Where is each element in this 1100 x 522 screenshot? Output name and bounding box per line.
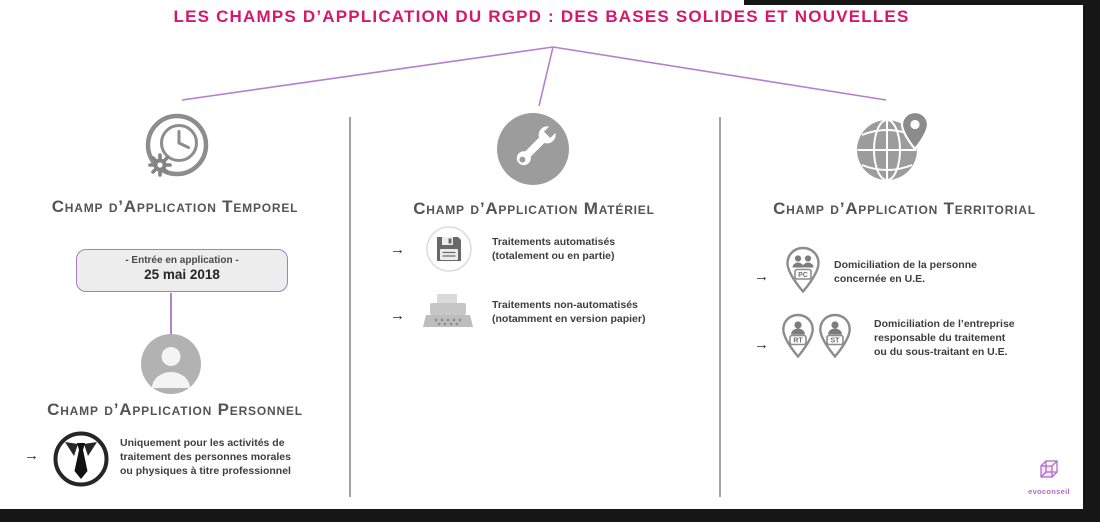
materiel-item-text: Traitements non-automatisés (notamment e… — [492, 299, 646, 325]
arrow-icon — [754, 268, 769, 285]
pin-label: ST — [831, 338, 841, 345]
arrow-icon — [24, 447, 39, 464]
typewriter-icon — [420, 290, 476, 341]
entry-date-value: 25 mai 2018 — [144, 267, 220, 282]
materiel-item-text: Traitements automatisés (totalement ou e… — [492, 236, 616, 262]
pin-st-icon: ST — [817, 313, 853, 364]
brand-logo: evoconseil — [1018, 459, 1080, 496]
globe-pin-icon — [853, 108, 933, 189]
pin-label: RT — [793, 338, 803, 345]
entry-date-box: - Entrée en application - 25 mai 2018 — [76, 249, 288, 292]
pin-label: PC — [798, 272, 808, 279]
column-divider-right — [719, 117, 721, 497]
heading-temporel: Champ d’Application Temporel — [51, 197, 299, 216]
wrench-icon — [496, 112, 570, 191]
territorial-item-text: Domiciliation de l’entreprise responsabl… — [874, 318, 1015, 358]
person-icon — [140, 333, 202, 400]
clock-gear-icon — [139, 111, 213, 190]
tie-icon — [52, 430, 110, 493]
column-divider-left — [349, 117, 351, 497]
cube-icon — [1040, 460, 1058, 478]
personnel-item-text: Uniquement pour les activités de traitem… — [120, 437, 291, 477]
arrow-icon — [754, 336, 769, 353]
frame-edge — [744, 0, 1100, 5]
infographic-slide: LES CHAMPS D’APPLICATION DU RGPD : DES B… — [0, 0, 1083, 509]
floppy-disk-icon — [426, 226, 472, 277]
heading-personnel: Champ d’Application Personnel — [47, 400, 303, 419]
heading-materiel: Champ d’Application Matériel — [413, 199, 655, 218]
entry-date-label: - Entrée en application - — [125, 255, 239, 266]
connector-line — [170, 293, 172, 334]
arrow-icon — [390, 307, 405, 324]
pin-rt-icon: RT — [780, 313, 816, 364]
brand-logo-text: evoconseil — [1028, 487, 1070, 496]
page-title: LES CHAMPS D’APPLICATION DU RGPD : DES B… — [173, 7, 910, 26]
heading-territorial: Champ d’Application Territorial — [773, 199, 1036, 218]
pin-pc-icon: PC — [784, 246, 822, 299]
arrow-icon — [390, 241, 405, 258]
territorial-item-text: Domiciliation de la personne concernée e… — [834, 259, 977, 285]
branch-lines — [181, 46, 887, 107]
